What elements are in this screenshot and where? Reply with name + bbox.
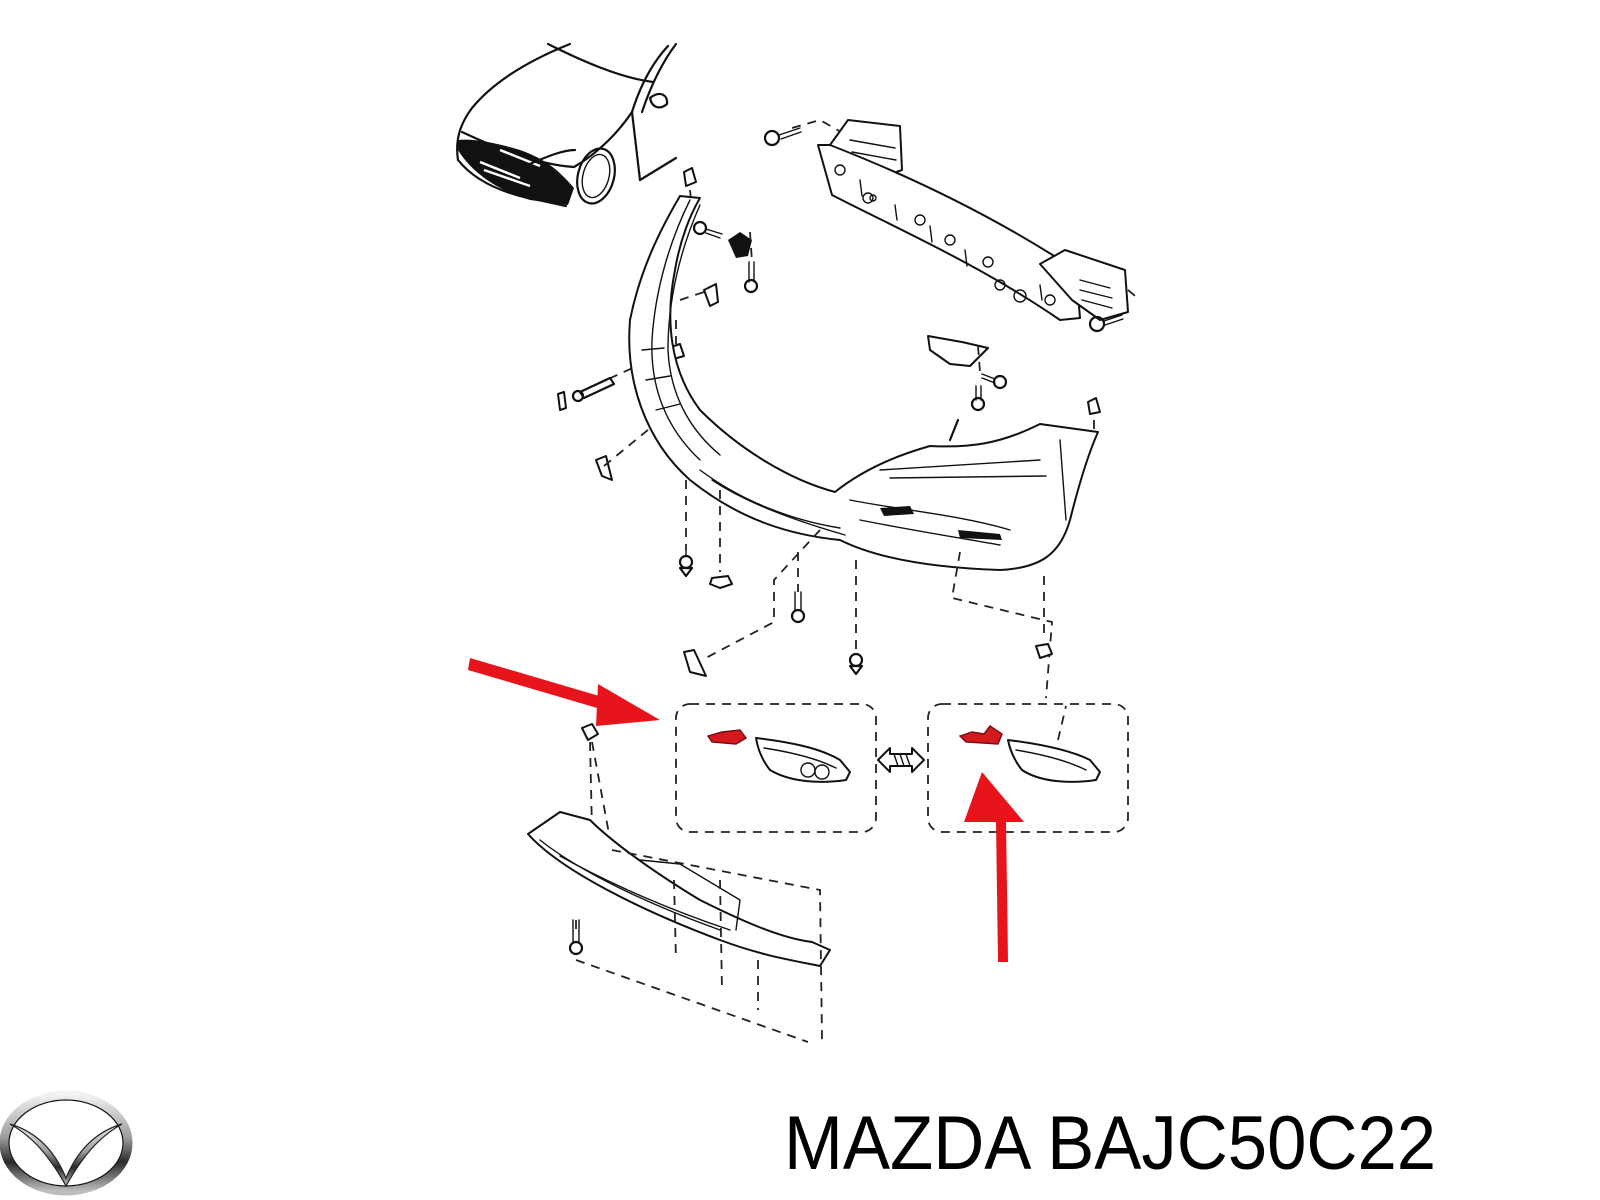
interchange-symbol <box>877 747 925 773</box>
mazda-logo-icon <box>0 1090 133 1196</box>
front-bumper-cover <box>628 195 1099 571</box>
bolt-icon <box>1088 314 1124 333</box>
lower-under-cover <box>527 723 831 1043</box>
vehicle-reference-drawing <box>456 42 678 208</box>
fog-lamp-bezel-left-box <box>675 703 877 833</box>
bumper-reinforcement-beam <box>763 119 1141 333</box>
highlight-arrow-right <box>964 772 1024 962</box>
highlight-arrow-left <box>468 658 660 726</box>
clip-icon <box>848 652 864 676</box>
nut-icon <box>1035 643 1053 659</box>
upper-fasteners <box>679 167 1101 442</box>
part-caption: MAZDA BAJC50C22 <box>784 1106 1436 1182</box>
bolt-icon <box>692 220 723 239</box>
fog-lamp-bezel-right-box <box>927 703 1129 833</box>
bolt-icon <box>743 261 759 294</box>
nut-icon <box>709 575 733 589</box>
brand-name: MAZDA <box>784 1101 1028 1186</box>
bolt-icon <box>790 591 806 624</box>
bolt-icon <box>763 127 802 147</box>
lower-fasteners <box>678 480 1053 699</box>
bolt-icon <box>568 919 584 956</box>
part-number: BAJC50C22 <box>1047 1101 1437 1186</box>
clip-icon <box>678 549 694 578</box>
bolt-icon <box>970 373 1008 412</box>
